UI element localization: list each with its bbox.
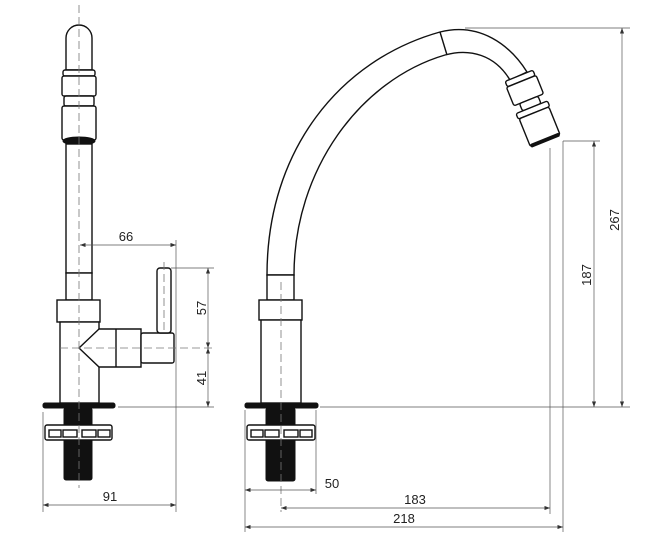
threaded-shank [265, 407, 296, 482]
dim-218: 218 [393, 511, 415, 526]
dim-267: 267 [607, 209, 622, 231]
dim-183: 183 [404, 492, 426, 507]
side-view [42, 5, 215, 488]
dim-66: 66 [119, 229, 133, 244]
dim-57: 57 [194, 301, 209, 315]
front-view [244, 28, 561, 512]
collar [56, 299, 101, 323]
dim-187: 187 [579, 264, 594, 286]
aerator-lower [61, 105, 97, 141]
dim-50: 50 [325, 476, 339, 491]
curved-spout [266, 28, 529, 276]
dim-91: 91 [103, 489, 117, 504]
dim-41: 41 [194, 371, 209, 385]
side-view-dimensions: 66 57 41 91 [42, 229, 214, 512]
front-view-dimensions: 267 187 50 183 218 [244, 27, 630, 532]
aerator [505, 70, 561, 148]
base-plate [244, 402, 319, 409]
collar [258, 299, 303, 321]
threaded-shank [63, 407, 93, 481]
